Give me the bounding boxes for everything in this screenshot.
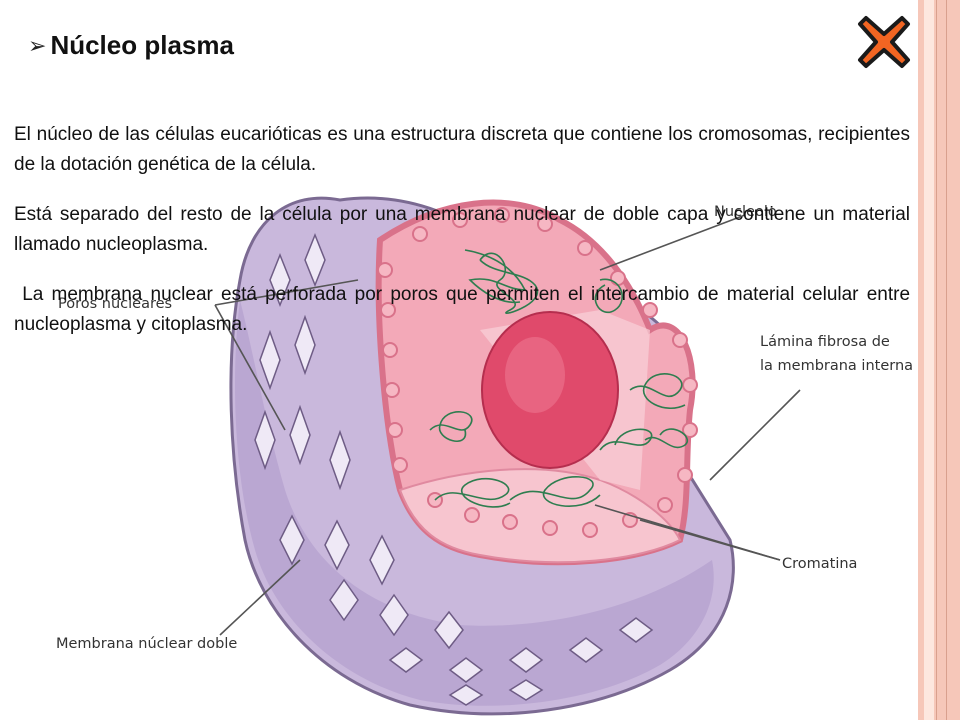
slide-right-border	[918, 0, 960, 720]
border-line	[946, 0, 947, 720]
border-stripe	[924, 0, 934, 720]
nuclear-pores	[254, 232, 654, 706]
label-lamina-line2: la membrana interna	[760, 358, 914, 374]
paragraph-1: El núcleo de las células eucarióticas es…	[14, 124, 910, 175]
slide-body-text: El núcleo de las células eucarióticas es…	[14, 120, 910, 360]
slide-title: Núcleo plasma	[50, 30, 234, 60]
close-x-icon[interactable]	[856, 14, 912, 70]
slide-title-row: ➢ Núcleo plasma	[28, 30, 234, 61]
border-line	[936, 0, 937, 720]
leader-lines	[214, 214, 801, 636]
nucleolus-highlight	[505, 337, 565, 413]
paragraph-3: La membrana nuclear está perforada por p…	[14, 284, 916, 335]
label-cromatina: Cromatina	[782, 556, 858, 572]
arrow-bullet-icon: ➢	[28, 32, 47, 58]
paragraph-2: Está separado del resto de la célula por…	[14, 204, 910, 255]
chromatin-fibers	[429, 249, 689, 508]
label-poros-nucleares: Poros nucleares	[58, 296, 173, 312]
label-membrana-nuclear-doble: Membrana núclear doble	[56, 636, 238, 652]
membrane-beads	[377, 207, 698, 538]
nucleoplasm-floor	[398, 468, 682, 564]
label-nucleolo: Nucleolo	[714, 204, 777, 220]
nucleus-diagram	[214, 196, 801, 716]
label-lamina-line1: Lámina fibrosa de	[760, 334, 890, 350]
